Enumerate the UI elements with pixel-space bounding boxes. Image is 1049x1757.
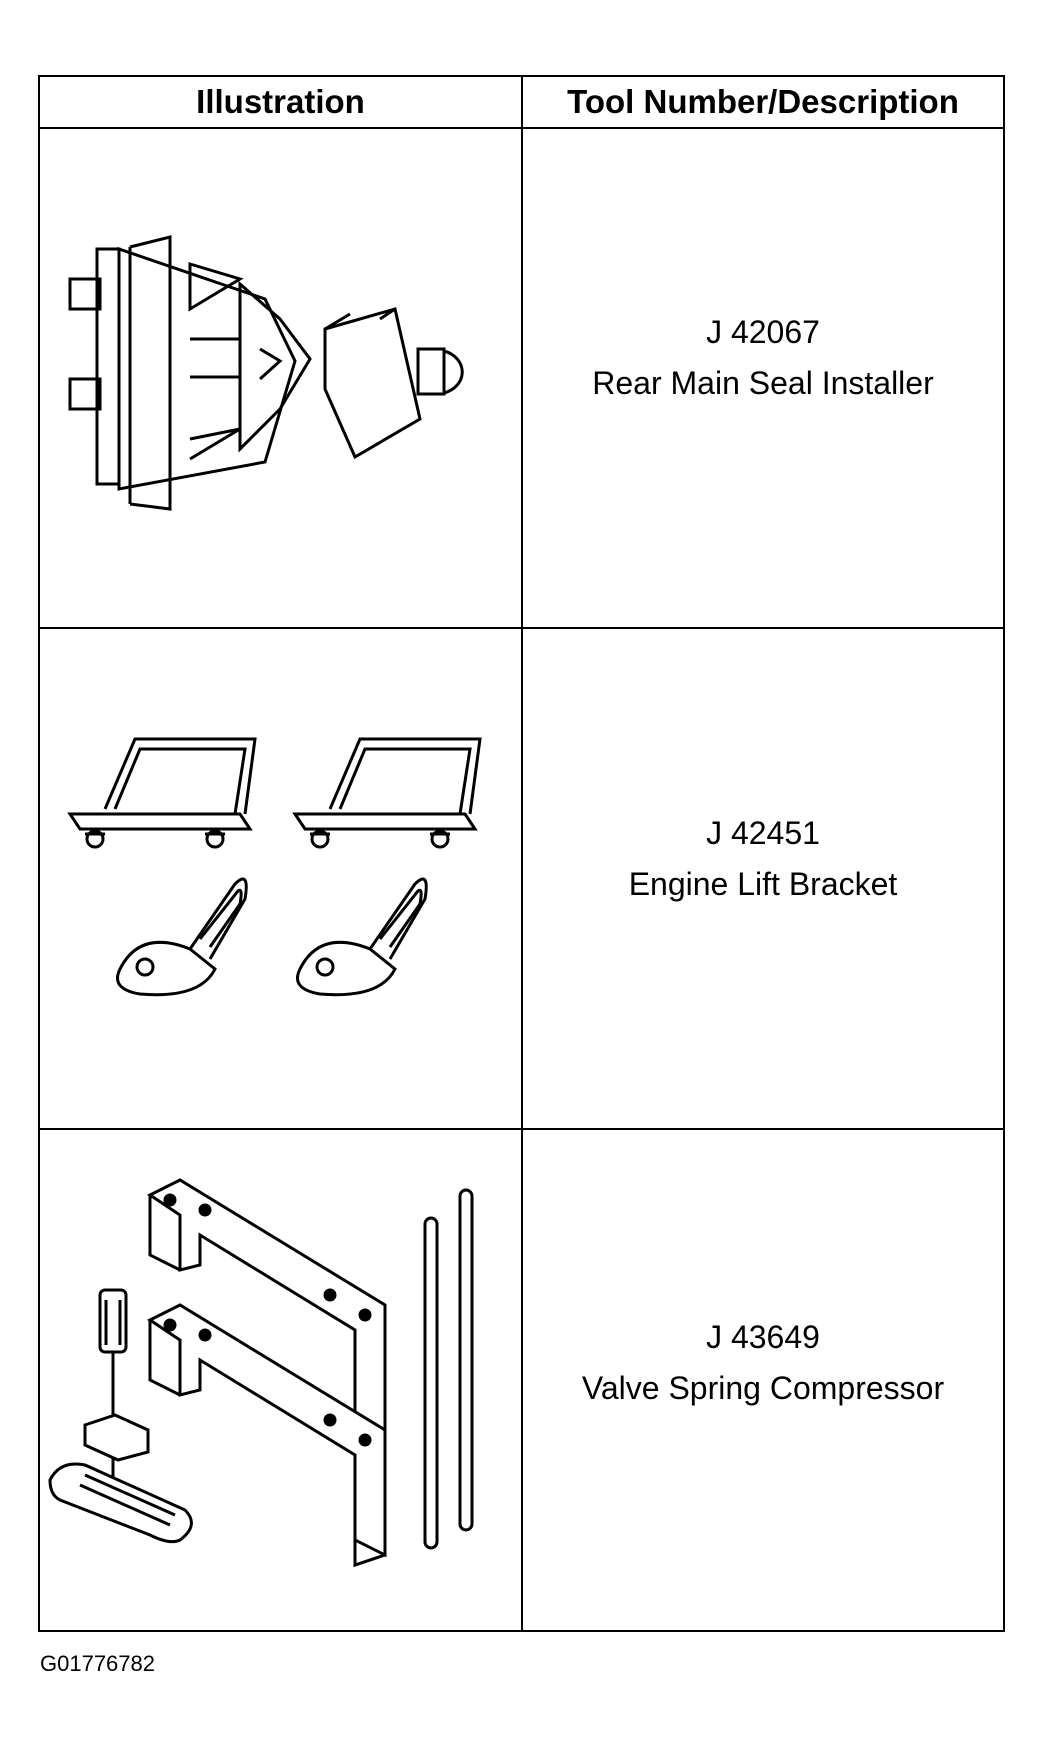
tool-number: J 42067 <box>706 314 820 350</box>
tool-row-1: J 42067 Rear Main Seal Installer <box>523 307 1003 409</box>
figure-id: G01776782 <box>40 1651 155 1676</box>
engine-lift-bracket-icon <box>40 629 521 1128</box>
tool-number: J 42451 <box>706 815 820 851</box>
tool-number: J 43649 <box>706 1319 820 1355</box>
tool-description: Engine Lift Bracket <box>628 866 898 902</box>
row-divider <box>40 1128 1003 1130</box>
tool-row-3: J 43649 Valve Spring Compressor <box>523 1312 1003 1414</box>
header-tool-number: Tool Number/Description <box>567 83 959 120</box>
tool-description: Rear Main Seal Installer <box>592 365 934 401</box>
column-divider <box>521 77 523 1630</box>
header-illustration: Illustration <box>196 83 365 120</box>
valve-spring-compressor-icon <box>40 1130 521 1632</box>
tool-row-2: J 42451 Engine Lift Bracket <box>523 808 1003 910</box>
rear-main-seal-installer-icon <box>40 129 521 627</box>
row-divider <box>40 627 1003 629</box>
row-divider <box>40 127 1003 129</box>
tool-table: Illustration Tool Number/Description J 4… <box>38 75 1005 1632</box>
tool-description: Valve Spring Compressor <box>581 1370 945 1406</box>
